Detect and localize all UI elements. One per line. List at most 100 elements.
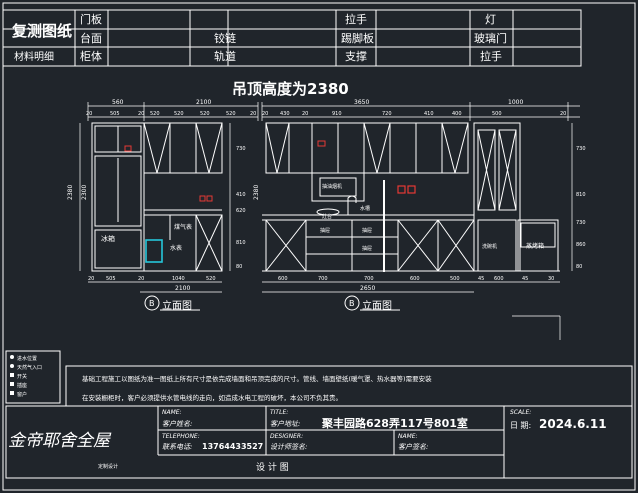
left-elevation-marker bbox=[144, 295, 160, 311]
legend-item: 窗户 bbox=[10, 391, 27, 398]
right-dim-height-3: 730 bbox=[576, 220, 586, 226]
left-dim-r2-0: 20 bbox=[86, 111, 92, 117]
left-dim-bottom-4: 520 bbox=[206, 276, 216, 282]
right-dim-height-4: 860 bbox=[576, 242, 586, 248]
right-dim-height-total: 2380 bbox=[253, 185, 260, 200]
left-dim-bottom-total: 2100 bbox=[175, 285, 190, 292]
tb-phone: 13764433527 bbox=[202, 442, 263, 451]
right-dim-r2-6: 400 bbox=[452, 111, 462, 117]
tb-date: 2024.6.11 bbox=[539, 417, 607, 431]
header-label-handle: 拉手 bbox=[345, 12, 367, 26]
right-text-drawer-1: 抽屉 bbox=[320, 227, 330, 234]
title-block bbox=[5, 405, 633, 479]
left-dim-height-6: 80 bbox=[236, 264, 242, 270]
right-dim-r2-3: 910 bbox=[332, 111, 342, 117]
header-label-kickboard: 踢脚板 bbox=[341, 31, 374, 45]
right-dim-bottom-7: 45 bbox=[522, 276, 528, 282]
header-title: 复测图纸 bbox=[11, 22, 72, 40]
cooktop-burner bbox=[316, 208, 340, 216]
right-dim-r2-1: 430 bbox=[280, 111, 290, 117]
header-label-support: 支撑 bbox=[345, 49, 367, 63]
socket-icon bbox=[206, 195, 213, 202]
right-text-cooktop: 灶台 bbox=[322, 213, 332, 220]
right-dim-bottom-6: 600 bbox=[494, 276, 504, 282]
left-dim-r2-7: 20 bbox=[250, 111, 256, 117]
company-sub: 定制设计 bbox=[98, 463, 118, 470]
left-dim-top-0: 560 bbox=[112, 99, 124, 106]
tb-telephone-label: TELEPHONE: bbox=[162, 433, 200, 440]
header-label-track: 轨道 bbox=[214, 49, 236, 63]
right-text-dishwasher: 洗碗机 bbox=[482, 243, 497, 250]
left-elevation-marker-letter: B bbox=[149, 299, 155, 308]
right-elevation-marker-letter: B bbox=[349, 299, 355, 308]
legend-item: 开关 bbox=[10, 373, 27, 380]
right-dim-bottom-4: 500 bbox=[450, 276, 460, 282]
tb-date-label: 日 期: bbox=[510, 421, 531, 430]
left-dim-r2-3: 520 bbox=[150, 111, 160, 117]
left-dim-height-4: 620 bbox=[236, 208, 246, 214]
left-dim-bottom-2: 20 bbox=[138, 276, 144, 282]
header-label-door: 门板 bbox=[80, 12, 102, 26]
left-elevation bbox=[79, 102, 259, 293]
tb-address-label: 客户地址: bbox=[270, 420, 300, 428]
right-text-drawer-3: 抽屉 bbox=[362, 245, 372, 252]
left-dim-r2-4: 520 bbox=[174, 111, 184, 117]
socket-icon bbox=[199, 195, 206, 202]
right-dim-bottom-2: 700 bbox=[364, 276, 374, 282]
left-dim-bottom-0: 20 bbox=[88, 276, 94, 282]
right-dim-top-0: 3650 bbox=[354, 99, 369, 106]
left-dim-bottom-3: 1040 bbox=[172, 276, 185, 282]
socket-icon bbox=[397, 185, 406, 194]
right-dim-height-5: 80 bbox=[576, 264, 582, 270]
left-dim-top-1: 2100 bbox=[196, 99, 211, 106]
header-subtitle: 材料明细 bbox=[14, 50, 54, 63]
right-text-sink: 水槽 bbox=[360, 205, 370, 212]
header-label-light: 灯 bbox=[485, 13, 496, 26]
header-label-glassdoor: 玻璃门 bbox=[474, 31, 507, 45]
right-dim-r2-0: 20 bbox=[262, 111, 268, 117]
right-dim-bottom-1: 700 bbox=[318, 276, 328, 282]
ceiling-height-text: 吊顶高度为2380 bbox=[232, 80, 349, 98]
legend-item: 插座 bbox=[10, 382, 27, 389]
right-text-oven: 蒸烤箱 bbox=[526, 242, 544, 250]
window-icon bbox=[10, 391, 14, 395]
right-dim-bottom-total: 2650 bbox=[360, 285, 375, 292]
right-text-hood: 抽油烟机 bbox=[322, 183, 342, 190]
left-dim-bottom-1: 505 bbox=[106, 276, 116, 282]
header-label-handle2: 拉手 bbox=[480, 49, 502, 63]
right-elevation-label: 立面图 bbox=[362, 299, 392, 312]
gas-inlet-icon bbox=[10, 364, 14, 368]
legend-item: 进水位置 bbox=[10, 355, 37, 362]
right-dim-height-1: 730 bbox=[576, 146, 586, 152]
tb-client-sign-label: 客户签名: bbox=[398, 443, 428, 451]
tb-scale-label: SCALE: bbox=[510, 409, 531, 416]
tb-client-label: 客户姓名: bbox=[162, 420, 192, 428]
left-dim-r2-6: 520 bbox=[226, 111, 236, 117]
left-text-gasmeter: 煤气表 bbox=[174, 223, 192, 231]
right-dim-height-2: 810 bbox=[576, 192, 586, 198]
left-dim-height-5: 810 bbox=[236, 240, 246, 246]
right-text-drawer-2: 抽屉 bbox=[362, 227, 372, 234]
right-dim-r2-7: 500 bbox=[492, 111, 502, 117]
left-text-watermeter: 水表 bbox=[170, 244, 182, 252]
left-dim-r2-1: 505 bbox=[110, 111, 120, 117]
right-dim-r2-4: 720 bbox=[382, 111, 392, 117]
legend-item: 天然气入口 bbox=[10, 364, 42, 371]
left-dim-height-total: 2380 bbox=[67, 185, 74, 200]
socket-legend-icon bbox=[10, 382, 14, 386]
tb-designer-en-label: DESIGNER: bbox=[270, 433, 303, 440]
header-table bbox=[2, 9, 582, 67]
right-dim-r2-8: 20 bbox=[560, 111, 566, 117]
header-label-hinge: 铰链 bbox=[214, 31, 236, 45]
switch-icon bbox=[10, 373, 14, 377]
socket-icon bbox=[317, 140, 326, 147]
header-label-cabinet: 柜体 bbox=[80, 49, 102, 63]
tb-footer: 设 计 图 bbox=[256, 461, 289, 473]
legend-label-1: 天然气入口 bbox=[17, 364, 42, 371]
legend-label-2: 开关 bbox=[17, 373, 27, 380]
legend-label-0: 进水位置 bbox=[17, 355, 37, 362]
water-meter-box bbox=[145, 239, 163, 263]
tb-title-label: TITLE: bbox=[270, 409, 288, 416]
left-dim-r2-5: 520 bbox=[200, 111, 210, 117]
